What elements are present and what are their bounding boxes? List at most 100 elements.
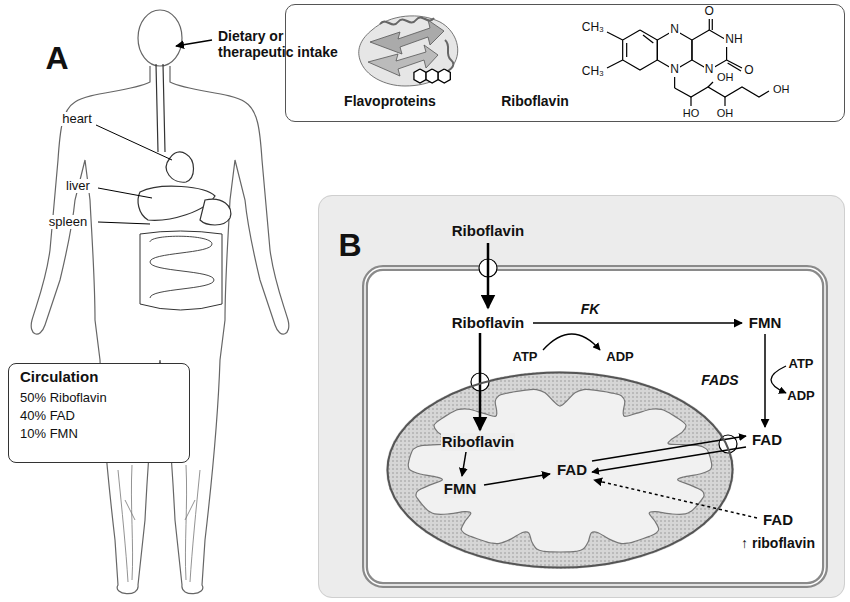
- enzyme-name: FK: [581, 301, 600, 317]
- mitochondrion-outline: [388, 373, 733, 568]
- cristae: [408, 389, 712, 552]
- metabolite: Riboflavin: [452, 222, 525, 239]
- veins: [185, 465, 186, 580]
- organs: [166, 152, 193, 182]
- organs: [200, 199, 231, 225]
- protein-ribbon: [370, 20, 444, 54]
- pathway-arrows: [533, 322, 742, 324]
- body-outline: [31, 66, 289, 594]
- leader-lines: [96, 125, 172, 224]
- organs: [156, 64, 165, 152]
- atom-label: O: [743, 64, 754, 78]
- organs: [150, 236, 214, 298]
- figure-box: Flavoproteins Riboflavin: [285, 4, 845, 122]
- cristae: [408, 389, 712, 552]
- enzyme-name: FADS: [701, 372, 738, 388]
- veins: [118, 470, 128, 582]
- pathway-arrows: [479, 333, 482, 430]
- cell-membrane: [365, 268, 825, 585]
- pathway-arrows: [487, 243, 490, 308]
- veins: [118, 465, 200, 582]
- percentage: 10% FMN: [20, 427, 78, 442]
- metabolite: FMN: [749, 314, 782, 331]
- flavin-cofactor: [414, 69, 426, 83]
- protein-ribbon: [359, 16, 458, 86]
- cell-box: RiboflavinFKFMNATPADPFADSATPADPFADFAD↑ r…: [365, 268, 825, 585]
- veins: [190, 470, 200, 582]
- riboflavin-structure: [724, 97, 725, 106]
- veins: [125, 500, 195, 520]
- atom-label: N: [669, 63, 680, 77]
- panel-letter: B: [338, 227, 361, 264]
- riboflavin-structure: [675, 87, 769, 97]
- atom-label: OH: [772, 83, 791, 96]
- riboflavin-structure: [607, 18, 769, 106]
- atom-label: CH₃: [581, 65, 605, 79]
- atom-label: HO: [682, 107, 701, 120]
- riboflavin-structure: [690, 97, 691, 106]
- riboflavin-structure: [607, 32, 623, 40]
- leader-lines: [98, 188, 152, 198]
- cofactor: ADP: [787, 389, 814, 404]
- panel-letter: A: [45, 40, 68, 77]
- atom-label: OH: [716, 71, 735, 84]
- metabolite: FAD: [556, 461, 588, 478]
- pathway-arrows: [484, 474, 550, 485]
- riboflavin-structure: [709, 18, 710, 30]
- metabolite: FMN: [443, 480, 478, 497]
- figure-caption: Riboflavin: [501, 93, 569, 109]
- note: ↑ riboflavin: [741, 535, 815, 551]
- pathway-arrows: [764, 334, 766, 427]
- body-outline: [138, 10, 182, 66]
- atom-label: NH: [724, 33, 743, 47]
- mitochondrion: RiboflavinFMN FAD: [386, 371, 734, 569]
- riboflavin-structure: [708, 82, 713, 87]
- leader-lines: [98, 222, 150, 224]
- atom-label: O: [704, 5, 715, 19]
- body-outline: [31, 10, 289, 594]
- metabolite: FAD: [763, 511, 793, 528]
- riboflavin-structure: [623, 30, 658, 70]
- annotation: Dietary or therapeutic intake: [218, 28, 350, 60]
- panel-ground: [318, 195, 845, 598]
- pathway-arrows: [543, 334, 600, 350]
- flavin-cofactor: [438, 69, 450, 83]
- riboflavin-structure: [712, 18, 713, 30]
- riboflavin-structure: [607, 60, 623, 68]
- protein-ribbon: [440, 40, 453, 74]
- box-heading: Circulation: [20, 368, 98, 385]
- atom-label: N: [704, 63, 715, 77]
- metabolite: Riboflavin: [441, 433, 516, 450]
- organ-name: spleen: [48, 215, 88, 230]
- pathway-arrows: [592, 447, 746, 472]
- percentage: 50% Riboflavin: [20, 391, 107, 406]
- flavin-cofactor: [426, 69, 438, 83]
- organ-name: heart: [61, 112, 93, 127]
- protein-ribbon: [380, 17, 434, 24]
- flavin-cofactor: [414, 69, 450, 83]
- pathway-arrows: [462, 243, 786, 518]
- leader-lines: [96, 125, 172, 160]
- cofactor: ATP: [512, 350, 537, 365]
- panel: BRiboflavinRiboflavinFKFMNATPADPFADSATPA…: [318, 195, 845, 598]
- organs: [138, 64, 231, 310]
- cofactor: ATP: [788, 357, 813, 372]
- atom-label: CH₃: [581, 21, 605, 35]
- veins: [131, 465, 132, 580]
- figure-caption: Flavoproteins: [344, 93, 436, 109]
- intake-arrow: [176, 40, 212, 46]
- metabolite: Riboflavin: [452, 314, 525, 331]
- riboflavin-structure: [643, 35, 653, 43]
- protein-ribbon: [359, 16, 458, 86]
- percentage: 40% FAD: [20, 409, 75, 424]
- mitochondrion-matrix: [386, 371, 734, 569]
- atom-label: N: [669, 23, 680, 37]
- pathway-arrows: [462, 452, 466, 476]
- organs: [140, 231, 222, 310]
- pathway-arrows: [594, 480, 757, 518]
- circulation-box: Circulation 50% Riboflavin 40% FAD 10% FMN: [8, 363, 190, 463]
- metabolite: FAD: [752, 431, 782, 448]
- pathway-arrows: [771, 366, 786, 393]
- cell-membrane-inner: [365, 268, 825, 585]
